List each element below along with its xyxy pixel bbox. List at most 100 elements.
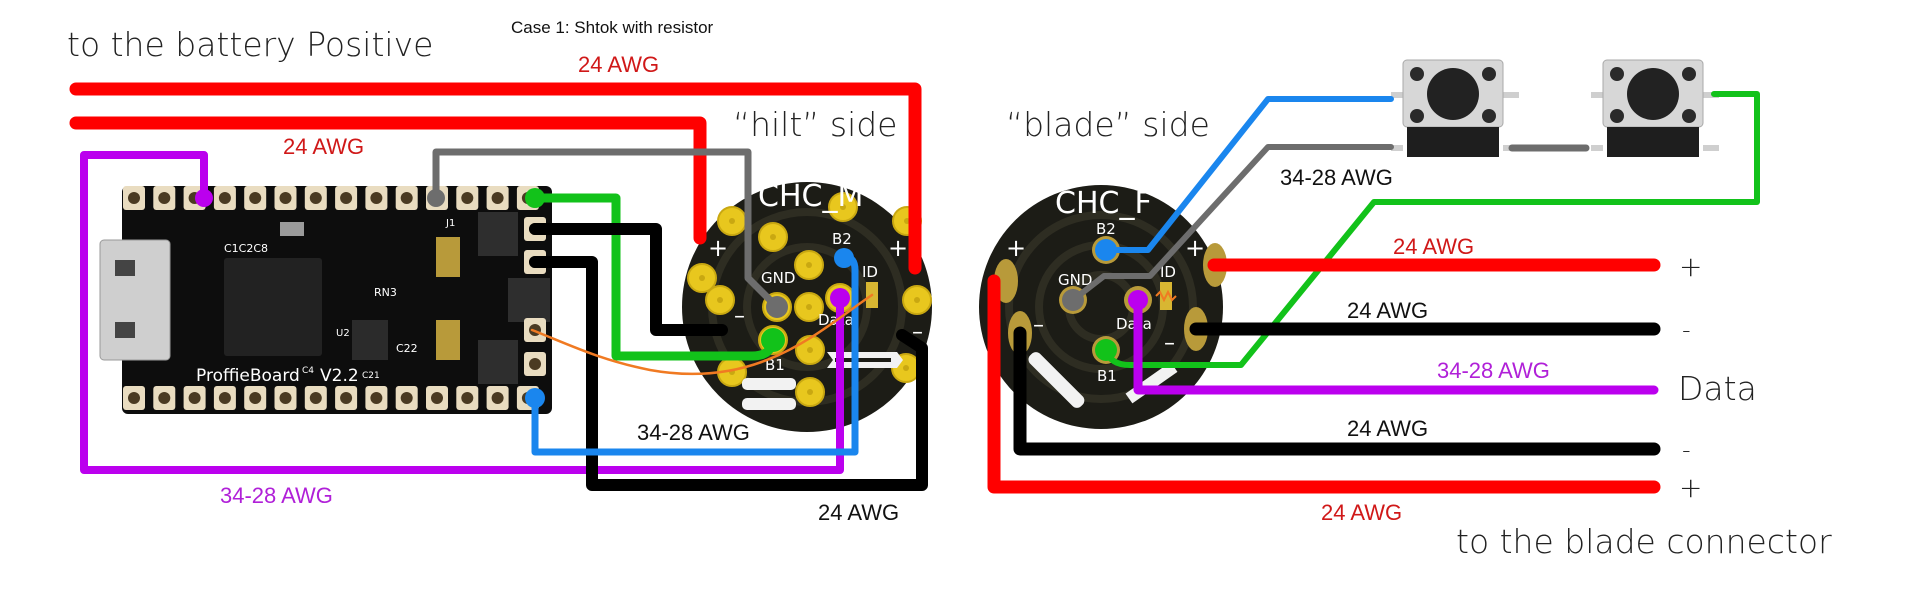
board-pads [123,186,546,410]
awg-blade-minus-bottom: 24 AWG [1347,416,1428,441]
usb-connector-icon [99,239,171,361]
chc-f-b1-dot [1095,339,1117,361]
chc-m-data-dot [830,288,850,308]
wire-red-top [69,82,922,275]
board-pad [304,186,327,210]
board-pad [153,186,176,210]
led-component [280,222,304,236]
wire-red-second [69,116,707,245]
board-pad [244,186,267,210]
chc-m-plus-right: + [888,234,908,262]
board-pad [395,186,418,210]
rn3-label: RN3 [374,286,397,299]
proffieboard: C1C2C8 U2 RN3 C22 J1 ProffieBoard C4 V2.… [99,186,552,414]
awg-purple-bottom: 34-28 AWG [220,483,333,508]
wire-black-blade-minus-bottom [1013,326,1661,456]
chc-m-name: CHC_M [758,179,863,214]
chc-m-b1-label: B1 [765,356,785,374]
terminal-data: Data [1678,369,1757,408]
board-pad [213,186,236,210]
pad-dot-gray [427,189,445,207]
chc-f-plus-left: + [1006,234,1026,262]
pad-dot-blue [525,388,545,408]
connector-pad [705,285,735,315]
board-pad [486,186,509,210]
chc-m-connector: CHC_M B2 ID GND Data B1 + + – – [682,179,932,432]
silkscreen-bar [742,378,796,390]
c4-label: C4 [302,366,314,376]
chc-f-b1-label: B1 [1097,367,1117,385]
wire-orange-id [530,293,874,376]
switch-pad-2 [436,320,460,360]
terminal-plus-bottom: + [1679,471,1702,504]
wire-purple-data [80,151,844,474]
board-pad [456,386,479,410]
chc-f-data-dot [1128,290,1148,310]
awg-buttons: 34-28 AWG [1280,165,1393,190]
chc-f-b2-dot [1095,239,1117,261]
chc-f-gnd-label: GND [1058,271,1092,289]
tactile-buttons [1391,59,1719,157]
chc-f-gnd-dot [1062,289,1084,311]
blade-connector-label: to the blade connector [1456,522,1832,561]
terminal-minus-bottom: - [1682,436,1691,464]
j1-label: J1 [445,218,455,229]
board-pad [123,186,145,210]
board-pad [335,386,358,410]
chc-f-id-resistor [1155,282,1177,310]
chc-f-connector: CHC_F B2 ID GND Data B1 + + – – [979,185,1227,429]
awg-blade-plus-bottom: 24 AWG [1321,500,1402,525]
chc-f-minus-right: – [1164,331,1175,356]
battery-positive-label: to the battery Positive [67,25,433,64]
board-pad [335,186,358,210]
board-pad [304,386,327,410]
board-pad [365,386,388,410]
chc-f-plus-right: + [1185,234,1205,262]
board-pad [213,386,236,410]
board-pad [486,386,509,410]
hilt-side-label: “hilt” side [733,105,897,144]
wire-gray-gnd-f [1070,144,1394,303]
wire-red-blade-plus-bottom [987,274,1661,494]
pad-dot-green [525,188,545,208]
awg-blade-minus-top: 24 AWG [1347,298,1428,323]
connector-pad [794,250,824,280]
blade-side-label: “blade” side [1006,105,1210,144]
board-pad [426,386,448,410]
connector-pad [828,192,858,222]
chc-f-id-label: ID [1160,263,1176,281]
switch-pad-1 [436,237,460,277]
board-pad [524,352,546,376]
chc-m-b1-dot [761,328,785,352]
button-1-icon[interactable] [1391,59,1519,157]
chc-f-name: CHC_F [1055,186,1152,221]
awg-black-bottom: 24 AWG [818,500,899,525]
chc-m-b2-label: B2 [832,230,852,248]
connector-pad [758,222,788,252]
connector-pad [795,377,825,407]
board-pad [395,386,418,410]
wire-blue-b2-f [1103,96,1394,253]
board-version-label: V2.2 [320,366,359,386]
connector-pad [794,292,824,322]
board-pad [365,186,388,210]
silkscreen-slot [1028,352,1085,408]
chc-f-b2-label: B2 [1096,220,1116,238]
chc-m-plus-left: + [708,234,728,262]
silkscreen-bar [742,398,796,410]
board-pad [274,186,297,210]
button-2-icon[interactable] [1591,59,1719,157]
u2-chip [352,320,388,360]
board-pad [153,386,176,410]
connector-pad [687,263,717,293]
board-name-label: ProffieBoard [196,366,300,386]
awg-second-red: 24 AWG [283,134,364,159]
c22-label: C22 [396,342,418,355]
terminal-plus-top: + [1679,250,1702,283]
awg-blue-bottom: 34-28 AWG [637,420,750,445]
wire-black-minus-left [529,223,728,336]
chc-f-minus-left: – [1033,313,1044,338]
chc-m-pads [687,192,932,407]
chc-m-b2-dot [834,248,854,268]
